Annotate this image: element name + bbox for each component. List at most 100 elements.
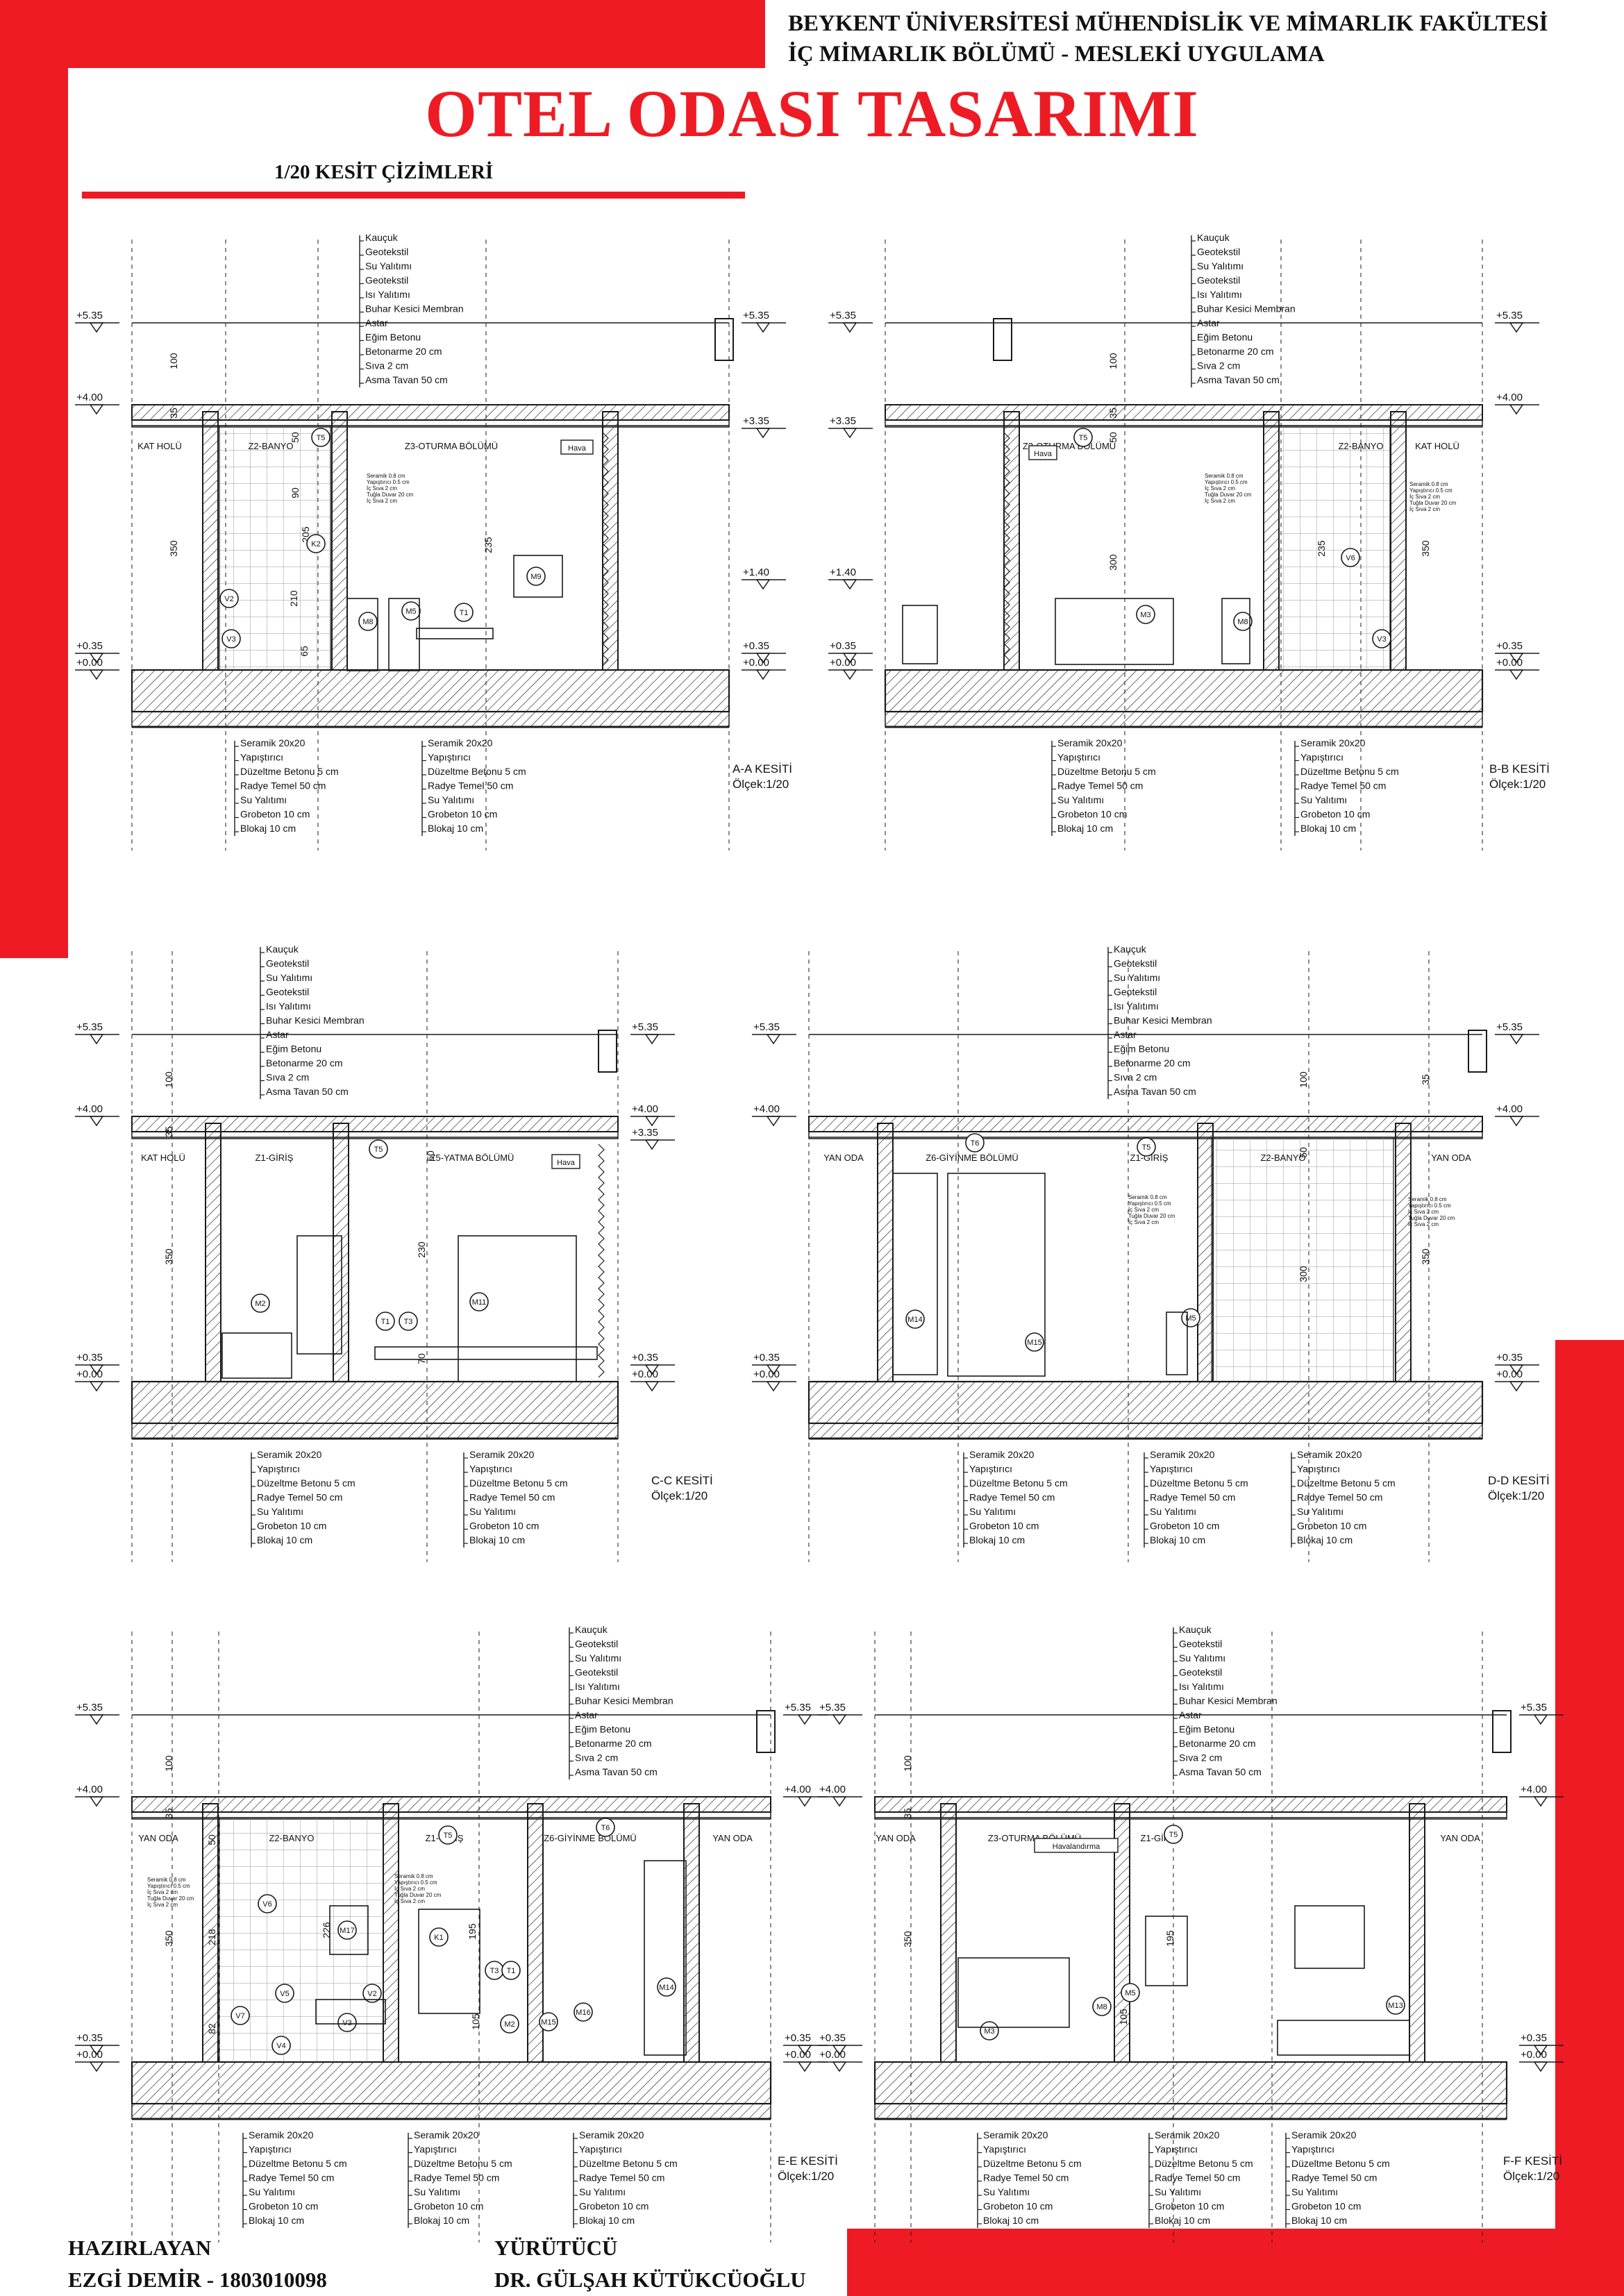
furniture-tag: M14 bbox=[907, 1316, 922, 1324]
dimension-label: 50 bbox=[425, 1150, 436, 1162]
roof-layer-label: Betonarme 20 cm bbox=[1114, 1057, 1191, 1069]
furniture-tag: M8 bbox=[362, 618, 373, 626]
floor-layer-label: Yapıştırıcı bbox=[469, 1464, 512, 1475]
level-label-left: +0.00 bbox=[76, 1368, 103, 1380]
floor-layer-label: Radye Temel 50 cm bbox=[1150, 1492, 1235, 1503]
floor-layer-label: Blokaj 10 cm bbox=[257, 1534, 312, 1545]
dimension-label: 100 bbox=[1298, 1071, 1309, 1088]
furniture-tag: T5 bbox=[444, 1832, 453, 1840]
curtain bbox=[1003, 432, 1010, 667]
curtain bbox=[602, 432, 609, 667]
furniture-tag: T5 bbox=[374, 1146, 383, 1154]
wall bbox=[1263, 411, 1280, 671]
roof-layer-label: Kauçuk bbox=[1179, 1624, 1212, 1635]
furniture-tag: T3 bbox=[490, 1967, 499, 1975]
level-label-left: +0.00 bbox=[76, 2049, 103, 2061]
tag-circle bbox=[905, 1309, 925, 1329]
tag-circle bbox=[376, 1312, 395, 1331]
floor-layer-label: Grobeton 10 cm bbox=[579, 2201, 648, 2212]
level-triangle bbox=[842, 428, 857, 439]
roof-slab bbox=[131, 404, 730, 421]
floor-layer-label: Düzeltme Betonu 5 cm bbox=[414, 2158, 512, 2169]
floor-layer-label: Grobeton 10 cm bbox=[1155, 2201, 1224, 2212]
furniture-tag: M2 bbox=[255, 1300, 265, 1308]
level-triangle bbox=[832, 1714, 847, 1725]
prepared-by-block: HAZIRLAYAN EZGİ DEMİR - 1803010098 bbox=[68, 2232, 327, 2296]
furniture-tag: V6 bbox=[262, 1900, 271, 1909]
roof-layer-label: Isı Yalıtımı bbox=[365, 289, 410, 300]
floor-layer-label: Radye Temel 50 cm bbox=[428, 780, 513, 791]
wall-layer-label: Tuğla Duvar 20 cm bbox=[1205, 492, 1252, 498]
tag-circle bbox=[258, 1894, 277, 1913]
furniture-tag: M16 bbox=[576, 2009, 590, 2017]
section-scale: Ölçek:1/20 bbox=[651, 1489, 708, 1502]
page-subtitle: 1/20 KESİT ÇİZİMLERİ bbox=[274, 161, 494, 183]
furniture-outline bbox=[374, 1346, 598, 1360]
wall-layer-label: İç Sıva 2 cm bbox=[147, 1889, 178, 1895]
floor-layer-label: Yapıştırıcı bbox=[1155, 2144, 1198, 2155]
vent-label: Hava bbox=[1034, 450, 1053, 458]
tag-circle bbox=[401, 601, 421, 621]
wall-layer-label: Seramik 0.8 cm bbox=[1408, 1196, 1447, 1203]
floor-layer-label: Radye Temel 50 cm bbox=[469, 1492, 555, 1503]
tiled-wall bbox=[219, 1817, 384, 2063]
roof-layer-label: Sıva 2 cm bbox=[1197, 360, 1240, 371]
level-label-right: +5.35 bbox=[1521, 1702, 1547, 1713]
floor-layer-label: Yapıştırıcı bbox=[249, 2144, 292, 2155]
level-triangle bbox=[89, 1116, 104, 1127]
furniture-tag: M8 bbox=[1237, 618, 1248, 626]
floor-layer-label: Seramik 20x20 bbox=[249, 2129, 314, 2140]
level-label-left: +0.35 bbox=[753, 1352, 780, 1364]
room-label: KAT HOLÜ bbox=[137, 441, 182, 451]
section-title: A-A KESİTİ bbox=[733, 762, 792, 776]
furniture-tag: V3 bbox=[226, 635, 235, 644]
parapet bbox=[1492, 1710, 1512, 1753]
parapet bbox=[714, 318, 734, 361]
level-label-left: +3.35 bbox=[830, 415, 856, 427]
furniture-outline bbox=[902, 605, 938, 664]
furniture-tag: M3 bbox=[1140, 611, 1150, 619]
level-label-right: +0.00 bbox=[632, 1368, 658, 1380]
roof-layer-label: Asma Tavan 50 cm bbox=[266, 1086, 349, 1097]
furniture-tag: M2 bbox=[504, 2020, 514, 2029]
floor-layer-label: Blokaj 10 cm bbox=[249, 2215, 304, 2226]
floor-layer-label: Seramik 20x20 bbox=[469, 1449, 535, 1460]
roof-layer-label: Betonarme 20 cm bbox=[575, 1738, 652, 1749]
roof-layer-label: Betonarme 20 cm bbox=[365, 346, 442, 357]
tag-circle bbox=[1025, 1332, 1044, 1352]
floor-layer-label: Su Yalıtımı bbox=[257, 1506, 303, 1517]
floor-layer-label: Seramik 20x20 bbox=[257, 1449, 322, 1460]
level-label-right: +4.00 bbox=[1496, 392, 1523, 403]
floor-layer-label: Grobeton 10 cm bbox=[1057, 809, 1127, 820]
level-label-right: +4.00 bbox=[632, 1103, 658, 1115]
floor-layer-label: Radye Temel 50 cm bbox=[414, 2172, 499, 2184]
furniture-outline bbox=[458, 1235, 577, 1382]
furniture-tag: M3 bbox=[984, 2027, 994, 2036]
level-triangle bbox=[766, 1364, 781, 1375]
roof-layer-label: Geotekstil bbox=[1197, 246, 1240, 258]
floor-layer-label: Su Yalıtımı bbox=[1291, 2186, 1338, 2197]
furniture-tag: T5 bbox=[317, 434, 326, 442]
section-title: E-E KESİTİ bbox=[778, 2154, 838, 2168]
level-label-right: +0.35 bbox=[1521, 2032, 1547, 2044]
dimension-label: 35 bbox=[1107, 408, 1119, 419]
roof-layer-label: Asma Tavan 50 cm bbox=[1197, 374, 1280, 385]
roof-layer-label: Su Yalıtımı bbox=[1197, 260, 1244, 271]
floor-layer-label: Su Yalıtımı bbox=[240, 794, 287, 805]
roof-layer-label: Buhar Kesici Membran bbox=[266, 1015, 365, 1026]
dimension-label: 35 bbox=[1420, 1074, 1431, 1085]
level-triangle bbox=[89, 1381, 104, 1392]
level-triangle bbox=[755, 428, 771, 439]
level-label-left: +0.00 bbox=[819, 2049, 846, 2061]
ceiling-layer bbox=[885, 419, 1483, 428]
furniture-outline bbox=[418, 1909, 480, 2014]
roof-layer-label: Asma Tavan 50 cm bbox=[1179, 1766, 1262, 1777]
furniture-tag: T1 bbox=[507, 1967, 516, 1975]
level-triangle bbox=[842, 322, 857, 333]
wall-layer-label: Yapıştırıcı 0.5 cm bbox=[367, 479, 410, 485]
roof-layer-label: Eğim Betonu bbox=[1179, 1724, 1234, 1735]
wall-layer-label: Seramik 0.8 cm bbox=[394, 1873, 433, 1879]
dimension-label: 350 bbox=[168, 540, 179, 557]
tag-circle bbox=[574, 2002, 593, 2022]
floor-layer-label: Grobeton 10 cm bbox=[1300, 809, 1370, 820]
